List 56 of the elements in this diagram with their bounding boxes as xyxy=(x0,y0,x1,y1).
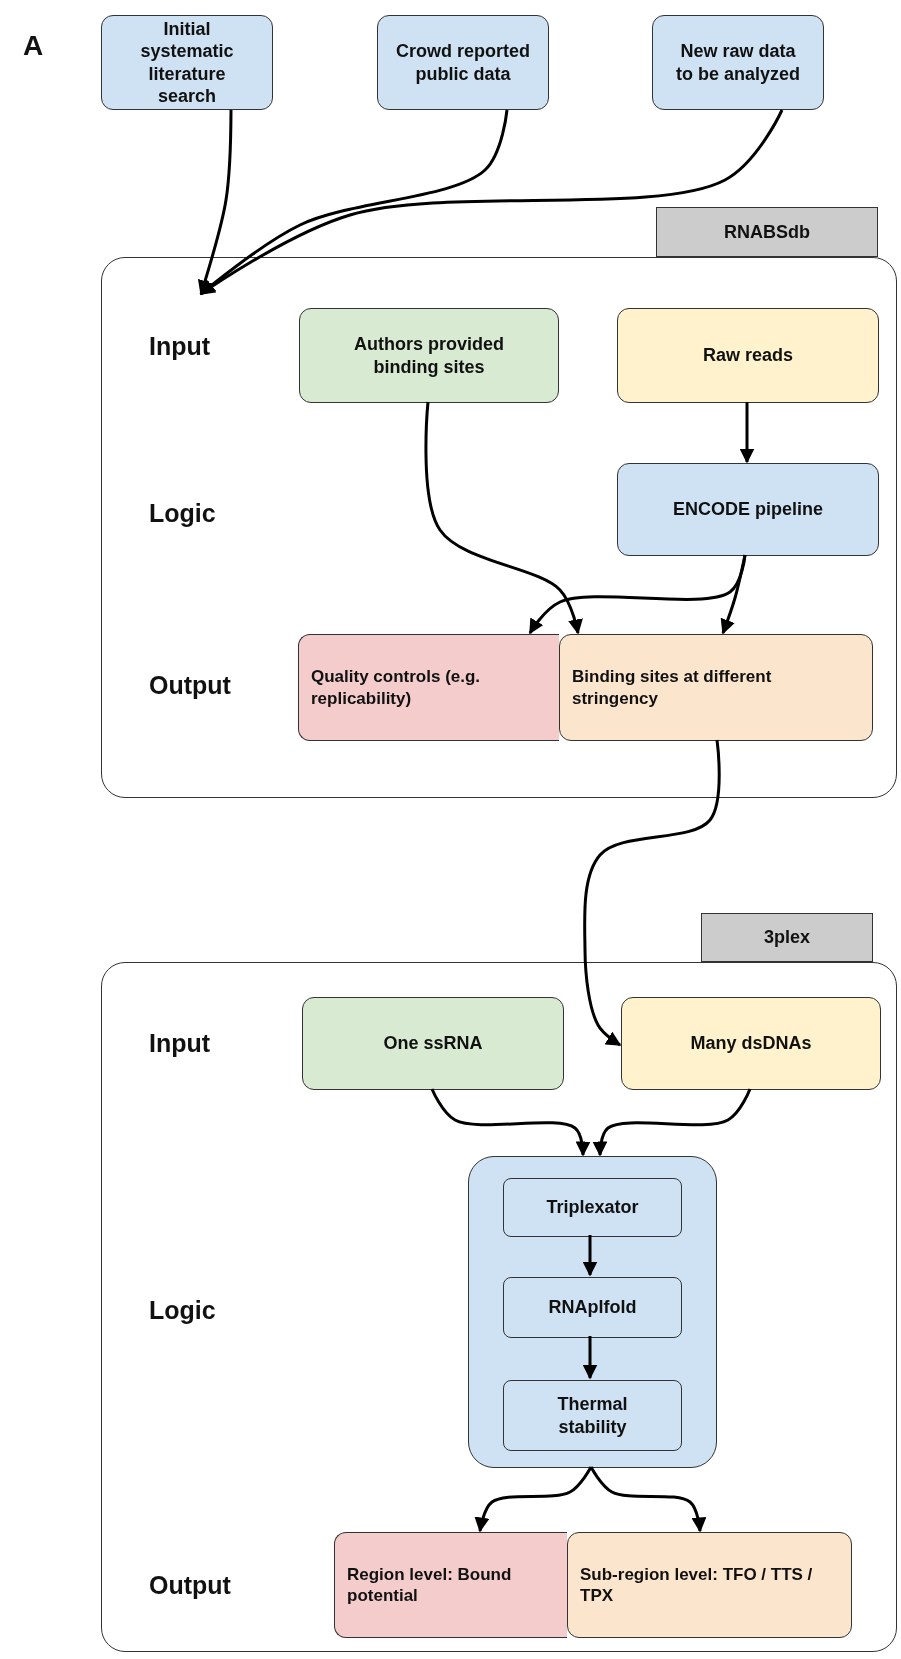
box-label: Quality controls (e.g. replicability) xyxy=(310,666,482,709)
box-label: Sub-region level: TFO / TTS / TPX xyxy=(579,1563,814,1607)
row-label: Output xyxy=(149,1571,231,1600)
arrow xyxy=(474,1466,593,1533)
process-box xyxy=(377,15,549,110)
arrow xyxy=(199,109,509,296)
row-label: Logic xyxy=(149,499,216,528)
process-box xyxy=(503,1178,682,1237)
row-label: Logic xyxy=(149,1296,216,1325)
arrow xyxy=(582,1336,598,1380)
process-box xyxy=(299,308,559,403)
box-label: RNABSdb xyxy=(723,220,811,244)
group-box xyxy=(468,1156,717,1468)
box-label: New raw data to be analyzed xyxy=(675,40,801,85)
process-box xyxy=(617,308,879,403)
box-label: Initial systematic literature search xyxy=(139,17,235,108)
arrow xyxy=(589,1466,707,1533)
box-label: Thermal stability xyxy=(556,1393,629,1438)
process-box xyxy=(334,1532,567,1638)
arrow xyxy=(430,1088,591,1157)
box-label: Binding sites at different stringency xyxy=(571,666,773,709)
process-box xyxy=(621,997,881,1090)
row-label: Output xyxy=(149,671,231,700)
arrow xyxy=(424,401,583,635)
process-box xyxy=(559,634,873,741)
arrow xyxy=(592,1088,752,1157)
box-label: Many dsDNAs xyxy=(689,1032,813,1055)
container-panel xyxy=(101,257,897,798)
process-box xyxy=(503,1277,682,1338)
process-box xyxy=(298,634,559,741)
box-label: 3plex xyxy=(763,926,811,949)
arrow xyxy=(199,109,784,296)
panel-letter: A xyxy=(23,30,44,62)
row-label: Input xyxy=(149,1029,211,1058)
process-box xyxy=(503,1380,682,1451)
process-box xyxy=(617,463,879,556)
box-label: RNAplfold xyxy=(547,1296,638,1319)
box-label: Triplexator xyxy=(545,1196,640,1219)
container-panel xyxy=(101,962,897,1652)
box-label: Authors provided binding sites xyxy=(353,333,505,378)
arrow xyxy=(583,739,721,1047)
process-box xyxy=(652,15,824,110)
arrow xyxy=(582,1235,598,1277)
box-label: Crowd reported public data xyxy=(395,40,531,85)
row-label: Input xyxy=(149,332,211,361)
process-box xyxy=(101,15,273,110)
process-box xyxy=(302,997,564,1090)
box-label: Raw reads xyxy=(701,344,794,367)
process-box xyxy=(567,1532,852,1638)
box-label: ENCODE pipeline xyxy=(672,498,824,521)
arrow xyxy=(739,402,755,464)
box-label: One ssRNA xyxy=(382,1032,484,1055)
box-label: Region level: Bound potential xyxy=(346,1563,513,1607)
arrow xyxy=(720,554,747,635)
title-tab xyxy=(656,207,878,257)
title-tab xyxy=(701,913,873,962)
